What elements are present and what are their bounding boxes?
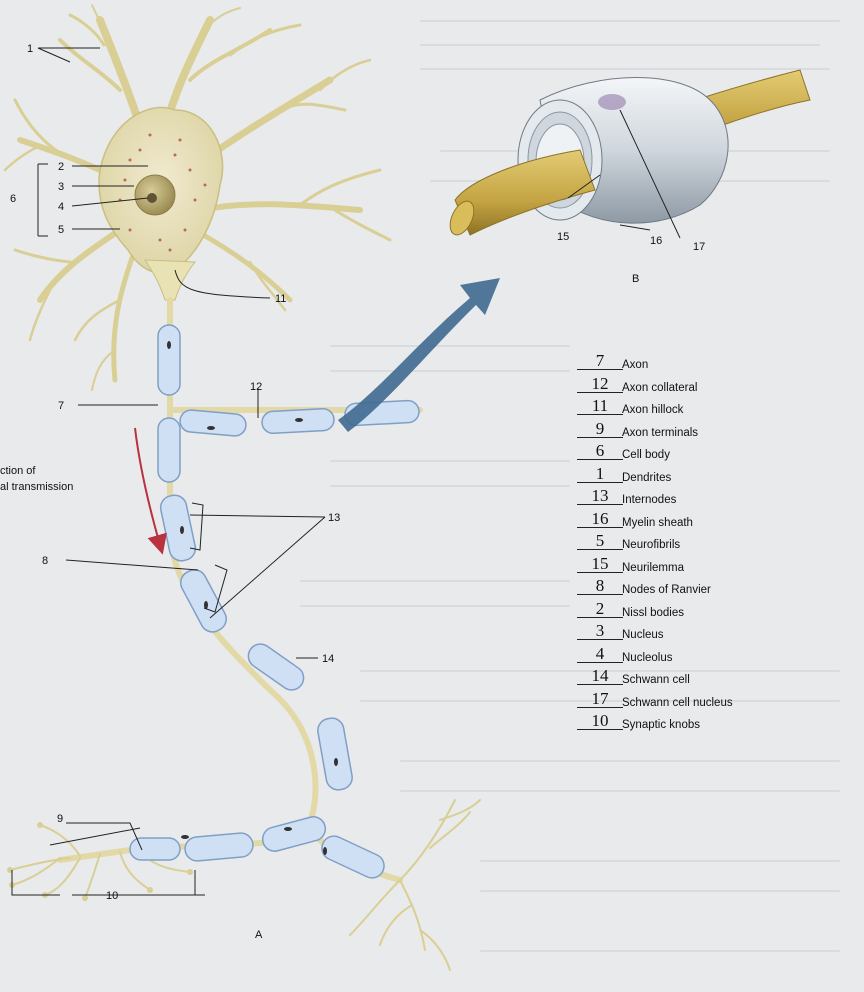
key-number: 3 <box>595 621 605 640</box>
key-term: Nucleus <box>622 629 664 641</box>
key-number: 16 <box>591 508 609 528</box>
key-number: 11 <box>591 396 609 415</box>
key-number: 1 <box>595 463 605 483</box>
figure-label-b: B <box>632 273 639 285</box>
key-number: 4 <box>595 643 605 663</box>
svg-text:1: 1 <box>27 43 33 55</box>
key-row: 8 Nodes of Ranvier <box>572 577 772 600</box>
nucleolus <box>147 193 157 203</box>
key-row: 14 Schwann cell <box>572 667 772 690</box>
svg-text:11: 11 <box>275 293 286 305</box>
key-row: 3 Nucleus <box>572 622 772 645</box>
key-row: 2 Nissl bodies <box>572 598 772 623</box>
key-number: 2 <box>595 598 605 618</box>
key-term: Nodes of Ranvier <box>622 584 711 596</box>
key-number: 15 <box>591 553 609 573</box>
axon-terminals-right <box>349 799 481 971</box>
key-term: Neurilemma <box>622 561 684 574</box>
brackets <box>11 502 228 896</box>
svg-text:16: 16 <box>650 235 662 247</box>
key-number: 17 <box>591 688 609 708</box>
svg-text:6: 6 <box>10 193 16 205</box>
svg-text:3: 3 <box>58 181 64 193</box>
key-term: Axon hillock <box>622 404 684 416</box>
key-term: Neurofibrils <box>622 539 681 551</box>
key-row: 15 Neurilemma <box>572 553 772 578</box>
key-number: 7 <box>595 351 605 370</box>
svg-text:4: 4 <box>58 201 64 213</box>
key-term: Axon collateral <box>622 381 698 394</box>
myelin-segments <box>129 324 420 879</box>
key-row: 1 Dendrites <box>572 463 772 488</box>
key-number: 10 <box>591 711 609 730</box>
key-term: Cell body <box>622 449 670 461</box>
inset-myelin <box>449 69 811 236</box>
key-row: 9 Axon terminals <box>572 418 772 443</box>
key-row: 17 Schwann cell nucleus <box>572 688 772 713</box>
key-term: Axon terminals <box>622 426 699 439</box>
key-term: Dendrites <box>622 471 672 484</box>
svg-text:10: 10 <box>106 890 118 902</box>
svg-text:14: 14 <box>322 653 334 665</box>
svg-text:15: 15 <box>557 231 569 243</box>
key-term: Schwann cell nucleus <box>622 696 733 709</box>
key-term: Nucleolus <box>622 651 673 664</box>
svg-text:13: 13 <box>328 512 340 524</box>
arrow-to-inset <box>338 278 500 432</box>
key-row: 11 Axon hillock <box>572 397 772 420</box>
key-row: 16 Myelin sheath <box>572 508 772 533</box>
svg-text:7: 7 <box>58 400 64 412</box>
axon-hillock <box>144 259 196 301</box>
key-number: 13 <box>591 486 609 505</box>
key-row: 12 Axon collateral <box>572 373 772 398</box>
key-number: 6 <box>595 441 605 460</box>
key-number: 5 <box>595 531 605 550</box>
schwann-cell-nuclei <box>167 341 338 855</box>
key-term: Schwann cell <box>622 674 690 686</box>
key-row: 10 Synaptic knobs <box>572 712 772 735</box>
key-term: Axon <box>622 359 649 371</box>
direction-arrow <box>134 427 167 555</box>
svg-text:9: 9 <box>57 813 63 825</box>
key-row: 5 Neurofibrils <box>572 532 772 555</box>
nissl-bodies <box>118 133 207 252</box>
synaptic-knobs <box>7 822 193 901</box>
svg-text:12: 12 <box>250 381 262 393</box>
key-number: 12 <box>591 373 609 393</box>
figure-label-a: A <box>255 929 263 941</box>
key-row: 13 Internodes <box>572 487 772 510</box>
svg-text:5: 5 <box>58 224 64 236</box>
side-caption-line1: ction of <box>0 465 36 477</box>
leader-lines <box>37 47 681 896</box>
key-number: 14 <box>591 666 609 685</box>
callout-numbers: 1 2 3 4 5 6 7 8 9 10 11 12 13 14 15 16 1… <box>10 43 705 902</box>
key-term: Nissl bodies <box>622 606 684 619</box>
svg-text:2: 2 <box>58 161 64 173</box>
key-row: 6 Cell body <box>572 442 772 465</box>
key-term: Myelin sheath <box>622 516 693 529</box>
svg-text:17: 17 <box>693 241 705 253</box>
axon <box>57 297 423 883</box>
key-term: Internodes <box>622 494 677 506</box>
side-caption-line2: al transmission <box>0 481 74 493</box>
key-number: 8 <box>595 576 605 595</box>
key-row: 4 Nucleolus <box>572 643 772 668</box>
key-row: 7 Axon <box>572 352 772 375</box>
svg-text:8: 8 <box>42 555 48 567</box>
key-number: 9 <box>595 418 605 438</box>
key-term: Synaptic knobs <box>622 719 700 731</box>
